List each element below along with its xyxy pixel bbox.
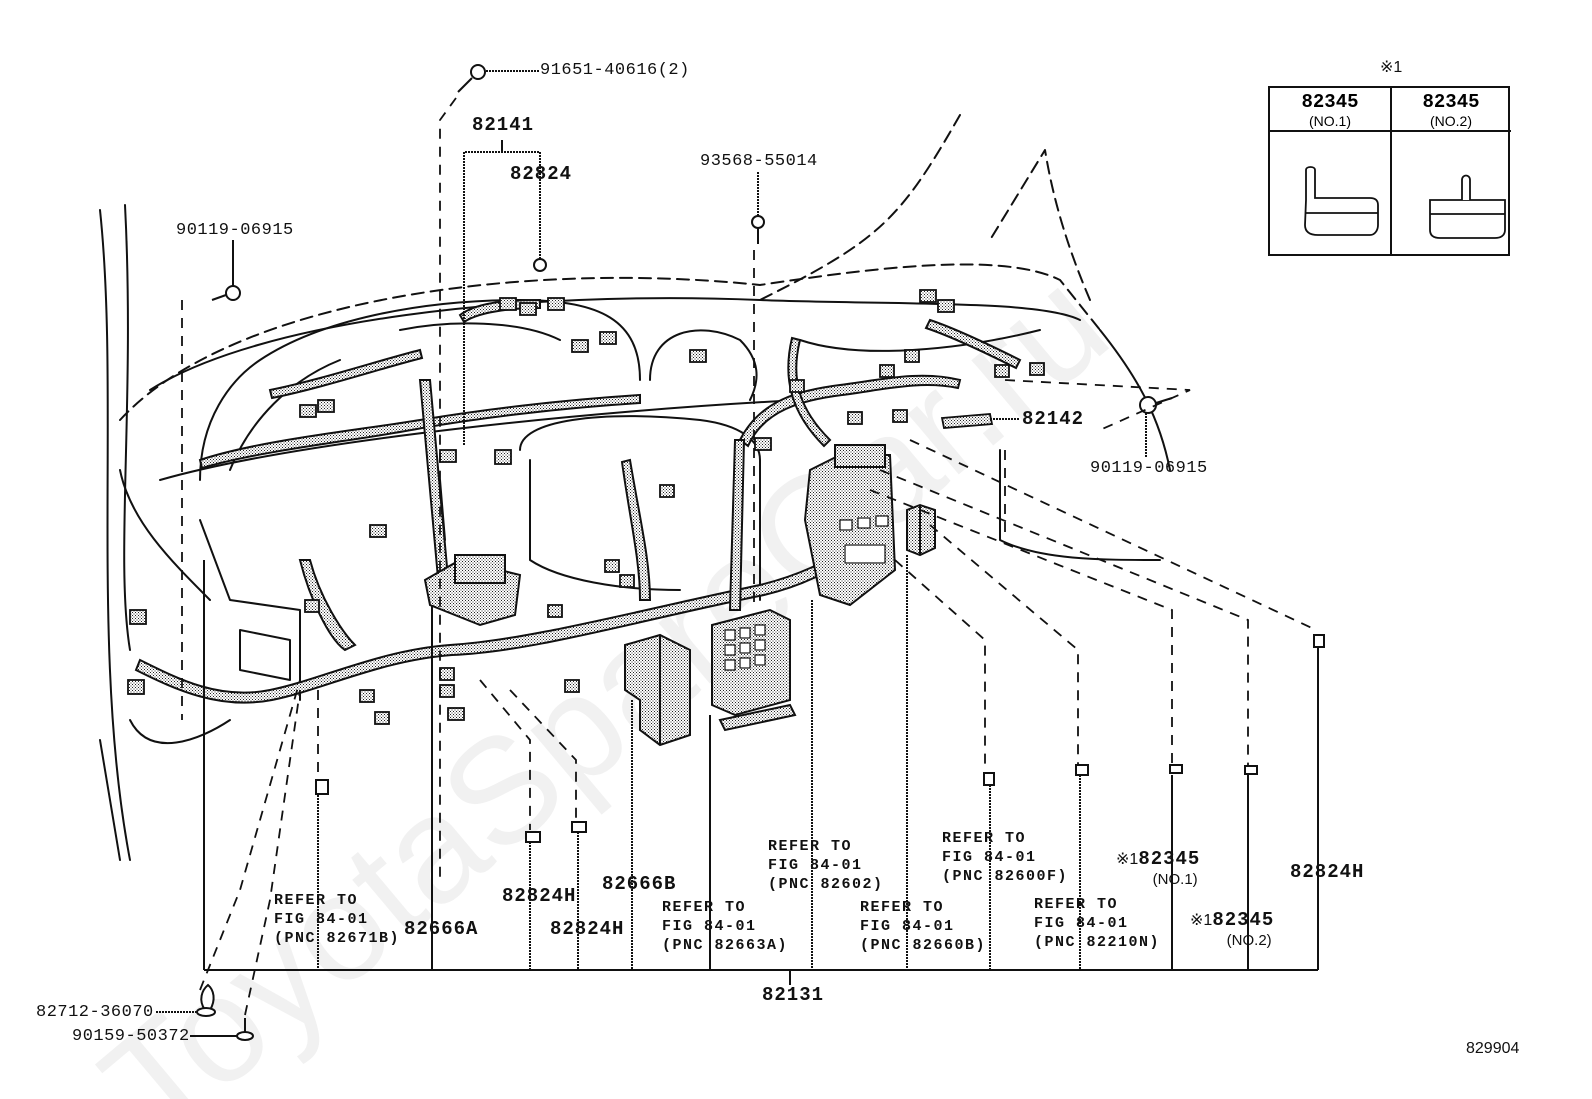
inset-header-no2: 82345 (NO.2): [1391, 88, 1511, 132]
instrument-harness-82141: [198, 298, 652, 601]
variant: (NO.2): [1226, 932, 1272, 949]
label-block-82345-no1[interactable]: ※182345 (NO.1): [1116, 848, 1201, 888]
refer-line: REFER TO: [942, 830, 1027, 847]
inset-variants-table: 82345 (NO.1) 82345 (NO.2): [1268, 86, 1511, 256]
refer-fig: FIG 84-01: [768, 857, 863, 874]
label-clamp-82824h-2[interactable]: 82824H: [550, 918, 625, 940]
leader-lines: [156, 70, 1319, 1037]
label-clamp-82824[interactable]: 82824: [510, 163, 573, 185]
label-screw-90159-50372[interactable]: 90159-50372: [72, 1027, 190, 1046]
label-clamp-82824h-3[interactable]: 82824H: [1290, 861, 1365, 883]
label-screw-93568-55014[interactable]: 93568-55014: [700, 152, 818, 171]
refer-pnc-82660b[interactable]: REFER TO FIG 84-01 (PNC 82660B): [860, 898, 986, 955]
refer-line: REFER TO: [1034, 896, 1119, 913]
label-clamp-82824h-1[interactable]: 82824H: [502, 885, 577, 907]
refer-fig: FIG 84-01: [662, 918, 757, 935]
label-part-82666b[interactable]: 82666B: [602, 873, 677, 895]
a-pillar-outline: [99, 209, 131, 861]
inset-cell-no2: 82345 (NO.2): [1391, 88, 1511, 254]
ecu-bracket: [711, 608, 797, 732]
relay-block-82666a: [423, 554, 522, 627]
diagram-code: 829904: [1466, 1040, 1520, 1057]
inset-variant-no2: (NO.2): [1430, 113, 1472, 129]
note-marker: ※1: [1190, 912, 1213, 929]
refer-pnc: (PNC 82210N): [1034, 934, 1161, 951]
refer-fig: FIG 84-01: [860, 918, 955, 935]
label-clip-82712-36070[interactable]: 82712-36070: [36, 1003, 154, 1022]
inset-note-marker: ※1: [1380, 59, 1403, 76]
note-marker: ※1: [1116, 851, 1139, 868]
label-harness-82141[interactable]: 82141: [472, 114, 535, 136]
variant: (NO.1): [1152, 871, 1198, 888]
refer-fig: FIG 84-01: [274, 911, 369, 928]
inset-header-no1: 82345 (NO.1): [1270, 88, 1390, 132]
label-harness-82131[interactable]: 82131: [762, 984, 825, 1006]
refer-pnc: (PNC 82602): [768, 876, 884, 893]
dashboard-outline: [119, 263, 1101, 421]
connectors: [127, 289, 1045, 725]
refer-pnc: (PNC 82671B): [274, 930, 401, 947]
inset-cell-no1: 82345 (NO.1): [1270, 88, 1392, 254]
label-bolt-91651-40616[interactable]: 91651-40616(2): [540, 61, 690, 80]
label-harness-82142[interactable]: 82142: [1022, 408, 1085, 430]
refer-line: REFER TO: [768, 838, 853, 855]
refer-pnc: (PNC 82663A): [662, 937, 789, 954]
junction-block-82666b: [624, 633, 691, 747]
refer-pnc-82671b[interactable]: REFER TO FIG 84-01 (PNC 82671B): [274, 891, 400, 948]
refer-pnc: (PNC 82660B): [860, 937, 987, 954]
inset-variant-no1: (NO.1): [1309, 113, 1351, 129]
refer-pnc-82210n[interactable]: REFER TO FIG 84-01 (PNC 82210N): [1034, 895, 1160, 952]
label-bolt-90119-06915-left[interactable]: 90119-06915: [176, 221, 294, 240]
guide-lines: [181, 97, 1317, 1016]
refer-pnc-82602[interactable]: REFER TO FIG 84-01 (PNC 82602): [768, 837, 884, 894]
label-bolt-90119-06915-right[interactable]: 90119-06915: [1090, 459, 1208, 478]
refer-pnc: (PNC 82600F): [942, 868, 1069, 885]
refer-pnc-82600f[interactable]: REFER TO FIG 84-01 (PNC 82600F): [942, 829, 1068, 886]
refer-line: REFER TO: [662, 899, 747, 916]
part-number: 82345: [1212, 909, 1275, 931]
inset-sketches: [1304, 166, 1506, 239]
refer-fig: FIG 84-01: [1034, 915, 1129, 932]
refer-fig: FIG 84-01: [942, 849, 1037, 866]
label-block-82345-no2[interactable]: ※182345 (NO.2): [1190, 909, 1275, 949]
refer-line: REFER TO: [860, 899, 945, 916]
dashboard-top: [149, 297, 1081, 391]
inset-part-no1: 82345: [1301, 91, 1359, 113]
label-part-82666a[interactable]: 82666A: [404, 918, 479, 940]
passenger-harness-82142: [728, 318, 1022, 611]
junction-block-82602: [803, 444, 897, 607]
refer-line: REFER TO: [274, 892, 359, 909]
refer-pnc-82663a[interactable]: REFER TO FIG 84-01 (PNC 82663A): [662, 898, 788, 955]
part-number: 82345: [1138, 848, 1201, 870]
relay-82660b: [906, 503, 936, 557]
inset-part-no2: 82345: [1422, 91, 1480, 113]
